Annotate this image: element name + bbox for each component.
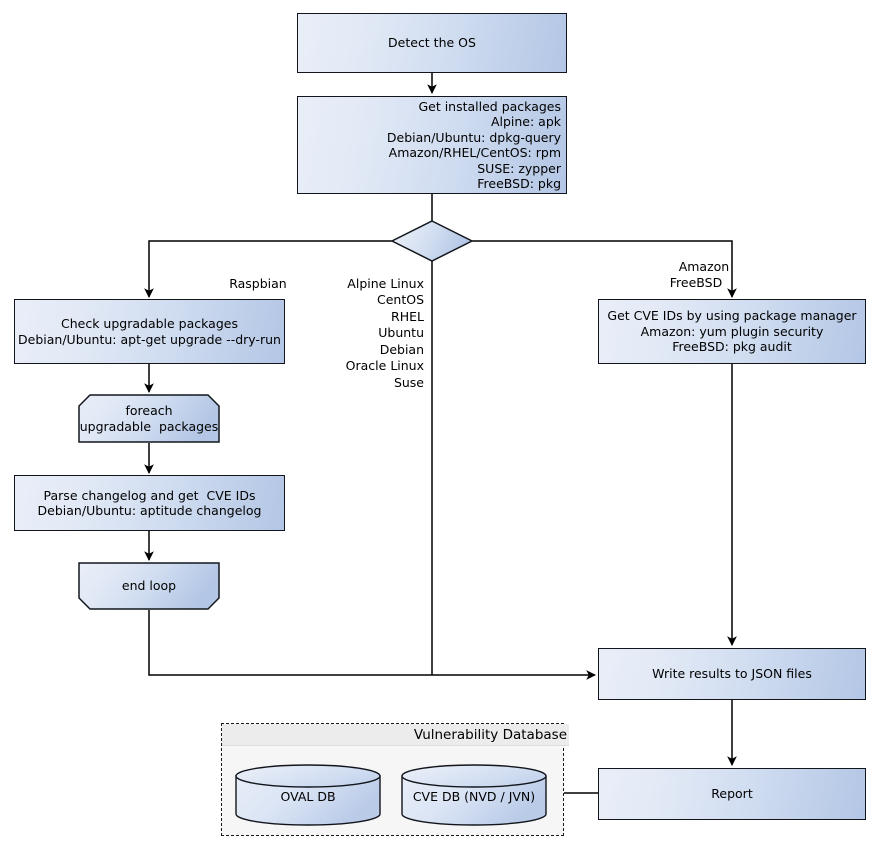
- node-foreach-loop-label: foreach upgradable packages: [79, 403, 219, 434]
- node-get-installed-packages-label: Get installed packages Alpine: apk Debia…: [386, 98, 561, 192]
- cylinder-body: [401, 775, 547, 826]
- branch-label-raspbian: Raspbian: [150, 259, 350, 309]
- branch-label-linux-distros-text: Alpine Linux CentOS RHEL Ubuntu Debian O…: [345, 275, 424, 390]
- node-write-results-label: Write results to JSON files: [652, 666, 812, 682]
- node-detect-os[interactable]: Detect the OS: [297, 13, 567, 73]
- end-loop-shape: [78, 562, 220, 610]
- node-end-loop-label: end loop: [121, 578, 177, 594]
- vulnerability-database-title: Vulnerability Database: [222, 724, 569, 746]
- node-parse-changelog[interactable]: Parse changelog and get CVE IDs Debian/U…: [14, 475, 285, 531]
- node-foreach-loop[interactable]: foreach upgradable packages: [78, 394, 220, 443]
- branch-label-amazon-freebsd: Amazon FreeBSD: [593, 242, 799, 308]
- cylinder-body: [235, 775, 381, 826]
- node-os-decision[interactable]: [390, 219, 474, 263]
- node-write-results[interactable]: Write results to JSON files: [598, 648, 866, 700]
- branch-label-amazon-freebsd-text: Amazon FreeBSD: [669, 258, 730, 291]
- database-cylinder-cve-label: CVE DB (NVD / JVN): [412, 789, 536, 804]
- node-report-label: Report: [711, 786, 753, 802]
- node-detect-os-label: Detect the OS: [388, 35, 476, 51]
- node-check-upgradable-packages-label: Check upgradable packages Debian/Ubuntu:…: [18, 316, 281, 347]
- branch-label-raspbian-text: Raspbian: [229, 275, 287, 291]
- wire-endloop-to-write: [148, 610, 596, 680]
- cylinder-top-cap: [401, 764, 547, 788]
- foreach-loop-shape: [78, 394, 220, 443]
- vulnerability-database-container: Vulnerability Database OVAL DB CVE DB (N…: [221, 723, 569, 836]
- node-get-cve-ids[interactable]: Get CVE IDs by using package manager Ama…: [598, 299, 866, 364]
- cylinder-top-cap: [235, 764, 381, 788]
- node-report[interactable]: Report: [598, 768, 866, 820]
- database-cylinder-oval[interactable]: OVAL DB: [234, 764, 382, 826]
- node-get-cve-ids-label: Get CVE IDs by using package manager Ama…: [607, 308, 857, 355]
- database-cylinder-oval-label: OVAL DB: [280, 789, 336, 804]
- database-cylinder-cve[interactable]: CVE DB (NVD / JVN): [400, 764, 548, 826]
- branch-label-linux-distros: Alpine Linux CentOS RHEL Ubuntu Debian O…: [256, 259, 424, 408]
- node-parse-changelog-label: Parse changelog and get CVE IDs Debian/U…: [37, 487, 262, 519]
- decision-diamond-shape: [390, 220, 474, 262]
- node-check-upgradable-packages[interactable]: Check upgradable packages Debian/Ubuntu:…: [14, 299, 285, 364]
- node-get-installed-packages[interactable]: Get installed packages Alpine: apk Debia…: [297, 96, 567, 194]
- node-end-loop[interactable]: end loop: [78, 562, 220, 610]
